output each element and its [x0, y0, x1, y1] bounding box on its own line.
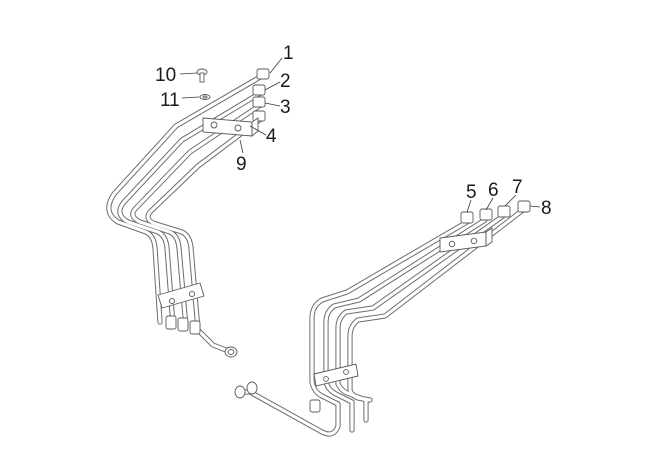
clamp-upper-right: [439, 227, 493, 253]
clamp-lower-right: [313, 363, 359, 387]
leader-lines: [179, 57, 541, 213]
callout-9: 9: [236, 154, 247, 175]
lower-left-fittings: [165, 315, 238, 358]
right-tube-bores: [236, 208, 525, 436]
left-tube-bores: [107, 74, 264, 352]
clamp-upper-left: [202, 117, 259, 137]
bolt-and-washer: [196, 68, 211, 100]
callout-4: 4: [266, 126, 277, 147]
right-tube-bundle: [234, 200, 531, 437]
callout-10: 10: [155, 65, 176, 86]
lower-right-fittings: [234, 381, 321, 413]
upper-right-fittings: [460, 200, 531, 224]
callout-5: 5: [466, 182, 477, 203]
callout-11: 11: [160, 90, 180, 111]
callout-2: 2: [280, 71, 291, 92]
callout-8: 8: [541, 198, 552, 219]
callout-3: 3: [280, 97, 291, 118]
callout-7: 7: [512, 177, 523, 198]
left-tube-bundle: [106, 68, 270, 358]
clamp-lower-left: [157, 282, 205, 309]
callout-6: 6: [488, 180, 499, 201]
upper-left-fittings: [252, 68, 270, 122]
callout-labels: 1 2 3 4 5 6 7 8 9 10 11: [155, 43, 552, 219]
callout-1: 1: [283, 43, 294, 64]
